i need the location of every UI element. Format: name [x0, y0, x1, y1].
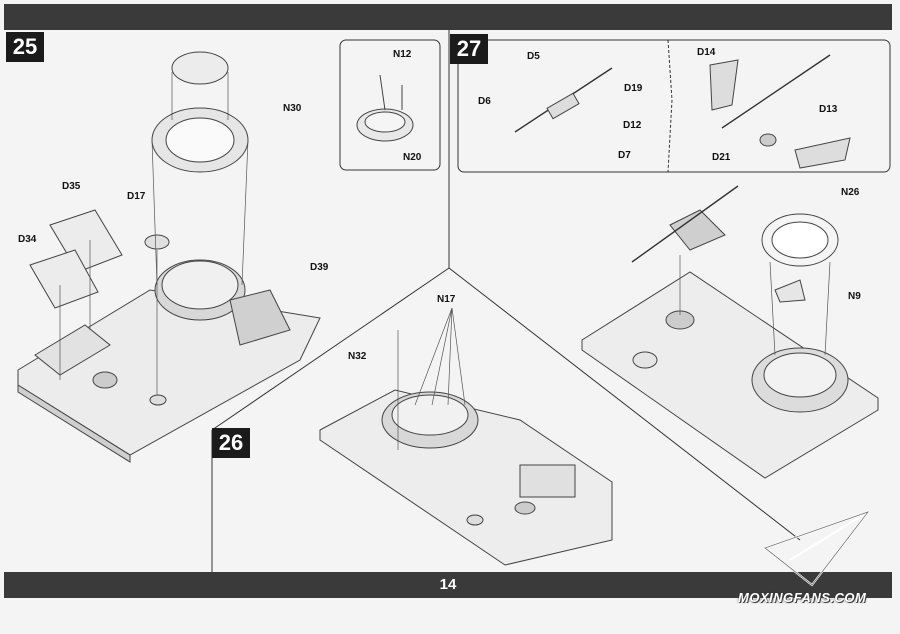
label-d19: D19 — [624, 83, 643, 94]
label-d21: D21 — [712, 152, 731, 163]
label-d6: D6 — [478, 96, 491, 107]
part-d14-shield — [709, 59, 739, 111]
part-d39 — [229, 289, 291, 346]
top-header-bar — [4, 4, 892, 30]
gun-shield-27 — [669, 209, 726, 251]
hatch-opening — [34, 324, 111, 376]
label-n20: N20 — [403, 152, 422, 163]
hull-plate-27 — [581, 271, 879, 479]
label-n17: N17 — [437, 294, 456, 305]
step25-assembly — [17, 51, 321, 463]
label-d12: D12 — [623, 120, 642, 131]
part-d34 — [29, 249, 99, 309]
label-d14: D14 — [697, 47, 716, 58]
label-d39: D39 — [310, 262, 329, 273]
bottom-footer-bar: 14 — [4, 572, 892, 598]
inset-split — [667, 39, 673, 173]
label-d5: D5 — [527, 51, 540, 62]
label-n32: N32 — [348, 351, 367, 362]
step-number-25: 25 — [6, 32, 44, 62]
part-d13-shield — [794, 137, 851, 169]
n20-assembly — [356, 74, 414, 142]
divider-diagonal-left — [211, 267, 450, 431]
step-number-27: 27 — [450, 34, 488, 64]
label-n26: N26 — [841, 187, 860, 198]
inset-box-n20 — [339, 39, 441, 171]
label-d34: D34 — [18, 234, 37, 245]
label-n9: N9 — [848, 291, 861, 302]
label-d13: D13 — [819, 104, 838, 115]
label-d17: D17 — [127, 191, 146, 202]
divider-diagonal-right — [448, 267, 801, 541]
label-n30: N30 — [283, 103, 302, 114]
inset-box-step27 — [457, 39, 891, 173]
part-n9 — [774, 279, 806, 303]
label-d35: D35 — [62, 181, 81, 192]
label-n12: N12 — [393, 49, 412, 60]
watermark-text: MOXINGFANS.COM — [738, 590, 867, 605]
step-number-26: 26 — [212, 428, 250, 458]
label-d7: D7 — [618, 150, 631, 161]
hatch-lid — [171, 51, 229, 85]
part-d17 — [144, 234, 170, 250]
step27-assembly — [581, 209, 879, 479]
step26-assembly — [319, 389, 613, 566]
page-number: 14 — [439, 576, 457, 593]
